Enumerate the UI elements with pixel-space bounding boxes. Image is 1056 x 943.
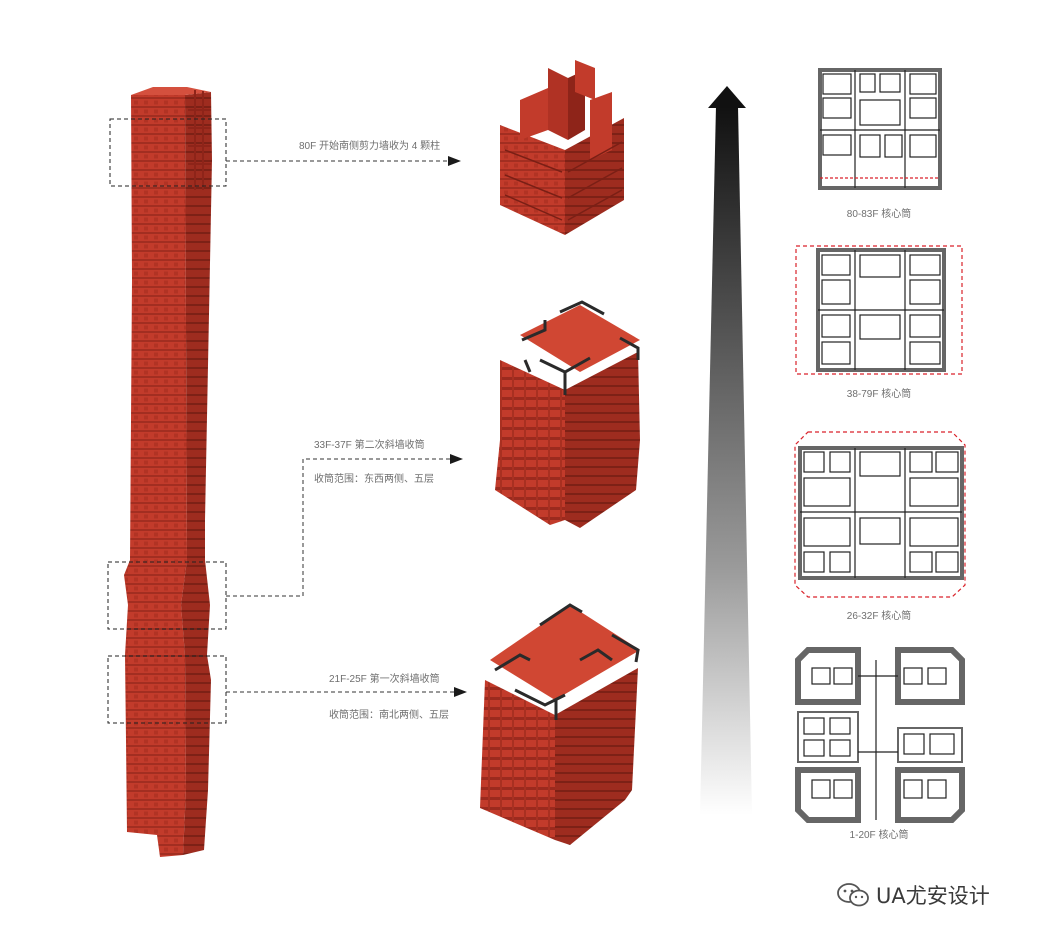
tower-top-frame (188, 90, 211, 190)
leader-line-middle (226, 458, 450, 597)
leader-arrowhead-top (448, 156, 461, 166)
tower-cap (131, 87, 211, 95)
axon-model-top (500, 60, 624, 235)
floor-plan-38-79F (795, 245, 963, 375)
plan-label-80-83F: 80-83F 核心筒 (846, 209, 912, 220)
plan-label-1-20F: 1-20F 核心筒 (849, 830, 909, 841)
leader-arrowhead-bottom (454, 687, 467, 697)
height-arrow-shaft (700, 106, 752, 815)
height-arrow (700, 86, 752, 815)
floor-plan-80-83F (818, 68, 942, 190)
floor-plan-26-32F (794, 431, 966, 598)
tower-front-face (124, 95, 187, 857)
plan-label-26-32F: 26-32F 核心筒 (846, 611, 912, 622)
height-arrow-head (708, 86, 746, 108)
annotation-top: 80F 开始南侧剪力墙收为 4 颗柱 (299, 141, 441, 152)
axon-model-middle (495, 300, 640, 528)
watermark-text: UA尤安设计 (876, 884, 990, 908)
axon-model-bottom (480, 603, 640, 845)
annotation-middle-title: 33F-37F 第二次斜墙收筒 (314, 440, 425, 451)
wechat-icon (837, 883, 869, 907)
leader-arrowhead-middle (450, 454, 463, 464)
highlight-box-middle (107, 561, 227, 630)
annotation-bottom-range: 收筒范围：南北两侧、五层 (329, 710, 449, 721)
tower-side-face (181, 92, 212, 855)
floor-plan-1-20F (795, 647, 965, 823)
watermark: UA尤安设计 (836, 880, 990, 910)
leader-lines (226, 160, 454, 693)
highlight-box-bottom (107, 655, 227, 724)
plan-label-38-79F: 38-79F 核心筒 (846, 389, 912, 400)
tower-elevation (107, 87, 227, 857)
highlight-box-top (109, 118, 227, 187)
annotation-bottom-title: 21F-25F 第一次斜墙收筒 (329, 674, 440, 685)
annotation-middle-range: 收筒范围：东西两侧、五层 (314, 474, 434, 485)
